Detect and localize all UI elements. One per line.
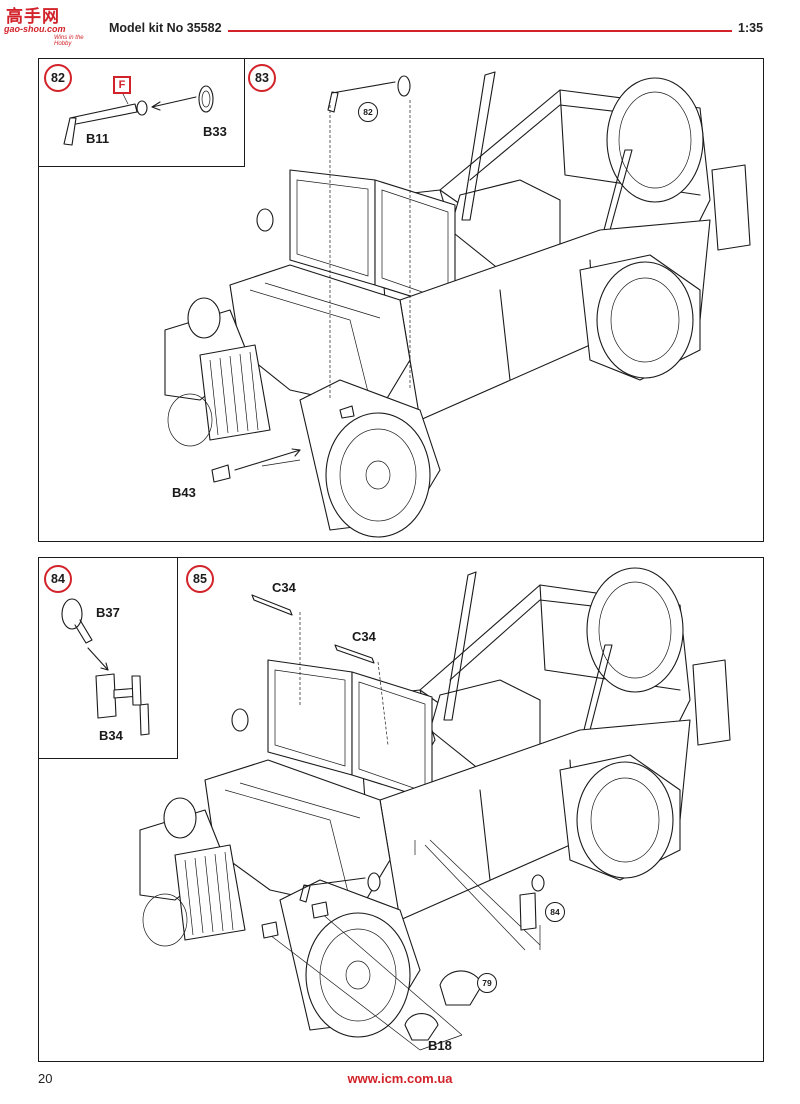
part-label-b11: B11 — [86, 131, 110, 146]
step-84-badge: 84 — [44, 565, 72, 593]
step-82-parts-drawing — [63, 85, 214, 146]
subassembly-ref-82: 82 — [358, 102, 378, 122]
part-label-b37: B37 — [96, 605, 120, 620]
step-82-badge: 82 — [44, 64, 72, 92]
kit-title: Model kit No 35582 — [109, 21, 222, 35]
part-label-b18: B18 — [428, 1038, 452, 1053]
vehicle-drawing-step-85 — [139, 567, 731, 1051]
logo-domain-text: gao-shou.com — [4, 24, 66, 34]
step-83-badge: 83 — [248, 64, 276, 92]
subassembly-ref-79: 79 — [477, 973, 497, 993]
logo-chinese-text: 高手网 — [6, 7, 60, 27]
part-label-b34: B34 — [99, 728, 123, 743]
panel-steps-84-85 — [38, 557, 764, 1062]
paint-code-box: F — [113, 76, 131, 94]
step-84-parts-drawing — [61, 598, 150, 736]
subassembly-ref-84: 84 — [545, 902, 565, 922]
vehicle-drawing-step-83 — [164, 71, 751, 538]
page-number: 20 — [38, 1071, 53, 1086]
panel-step-84 — [38, 557, 178, 759]
page-header: 高手网 gao-shou.com Wins in the Hobby Model… — [0, 0, 800, 48]
scale-label: 1:35 — [738, 21, 764, 35]
part-label-b33: B33 — [203, 124, 227, 139]
header-divider — [228, 30, 732, 32]
part-label-b43: B43 — [172, 485, 196, 500]
step-85-badge: 85 — [186, 565, 214, 593]
logo-tagline-text: Wins in the Hobby — [54, 35, 84, 47]
part-label-c34-first: C34 — [272, 580, 296, 595]
panel-step-82 — [38, 58, 245, 167]
footer-url: www.icm.com.ua — [347, 1071, 453, 1086]
part-label-c34-second: C34 — [352, 629, 376, 644]
watermark-logo: 高手网 gao-shou.com Wins in the Hobby — [4, 2, 96, 47]
